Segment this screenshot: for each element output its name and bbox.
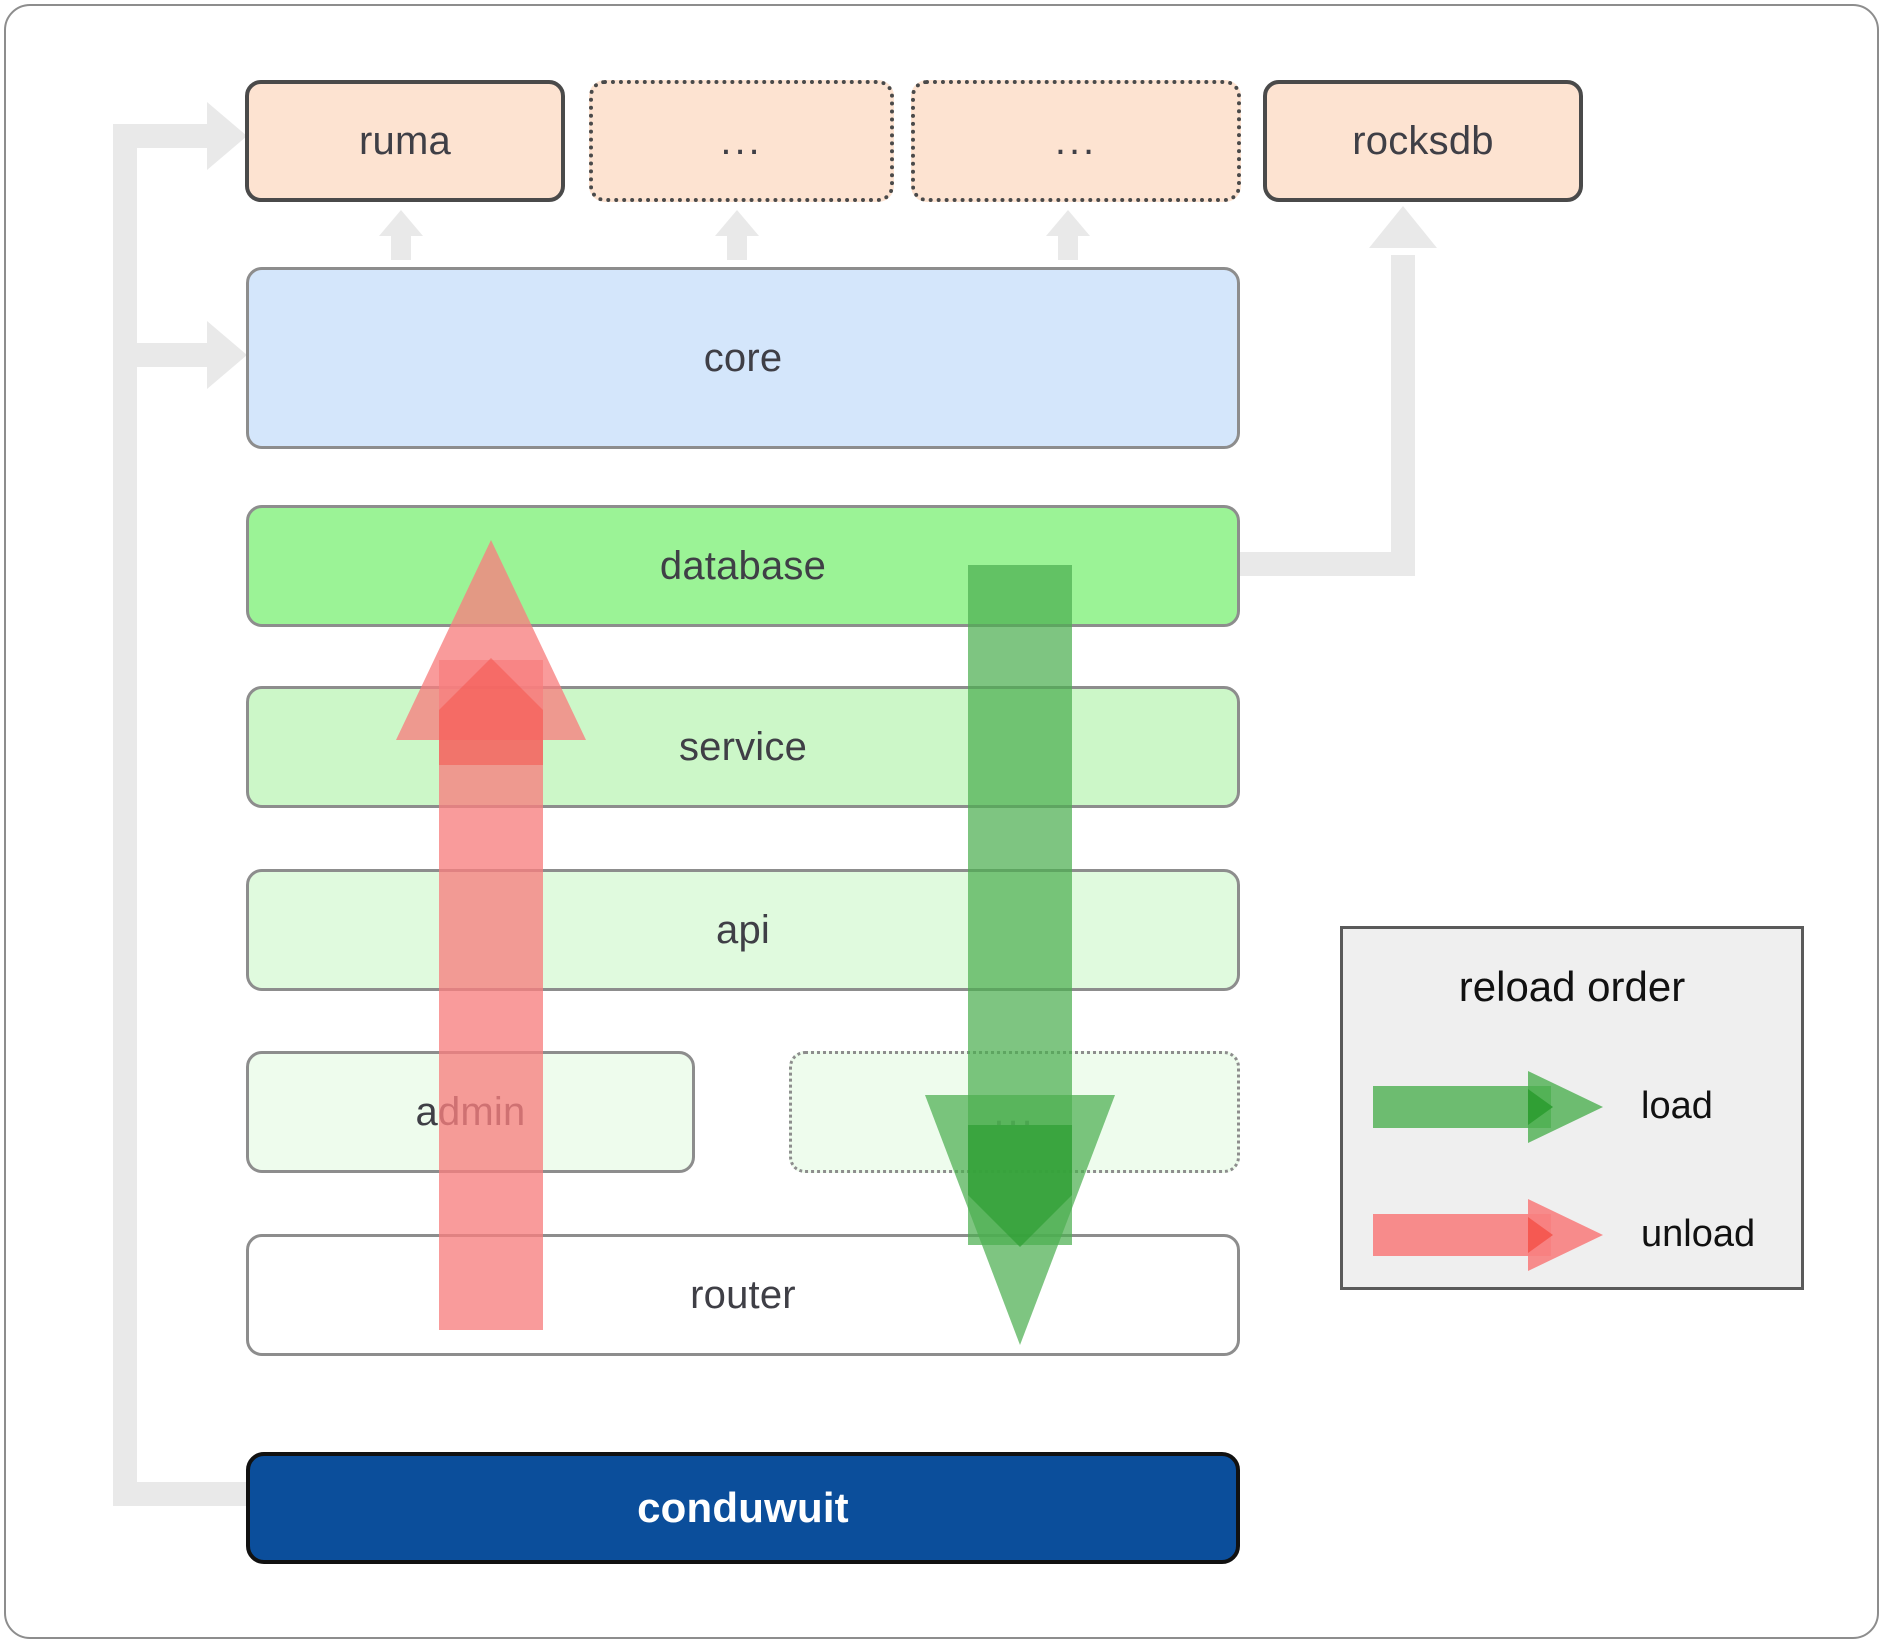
- layer-box-admin[interactable]: admin: [246, 1051, 695, 1173]
- dependency-box-rocksdb[interactable]: rocksdb: [1263, 80, 1583, 202]
- connector-database-horizontal: [1240, 552, 1415, 576]
- dependency-label: ...: [720, 118, 763, 163]
- dependency-box-ruma[interactable]: ruma: [245, 80, 565, 202]
- dependency-label: ...: [1054, 118, 1098, 163]
- legend-row-load: load: [1373, 1059, 1793, 1169]
- legend-panel: reload order load unload: [1340, 926, 1804, 1290]
- legend-label-unload: unload: [1641, 1213, 1756, 1255]
- core-box[interactable]: core: [246, 267, 1240, 449]
- dependency-label: ruma: [359, 118, 451, 163]
- connector-stub-ruma: [379, 210, 423, 266]
- connector-root-horizontal: [113, 1482, 253, 1506]
- stub-shaft: [727, 228, 747, 260]
- stub-arrowhead-icon: [1046, 210, 1090, 236]
- connector-rocksdb-vertical: [1391, 255, 1415, 555]
- stub-arrowhead-icon: [379, 210, 423, 236]
- legend-row-unload: unload: [1373, 1187, 1793, 1297]
- layer-box-placeholder[interactable]: ...: [789, 1051, 1240, 1173]
- dependency-label: rocksdb: [1352, 118, 1494, 163]
- layer-label: service: [678, 724, 808, 769]
- dependency-box-placeholder-1[interactable]: ...: [589, 80, 894, 202]
- stub-shaft: [391, 228, 411, 260]
- connector-stub-dots1: [715, 210, 759, 266]
- connector-ruma-horizontal: [113, 124, 223, 148]
- unload-arrow-icon: [1373, 1187, 1603, 1288]
- connector-trunk-vertical: [113, 124, 137, 1506]
- layer-box-service[interactable]: service: [246, 686, 1240, 808]
- root-box-conduwuit[interactable]: conduwuit: [246, 1452, 1240, 1564]
- legend-title: reload order: [1458, 963, 1686, 1010]
- connector-stub-dots2: [1046, 210, 1090, 266]
- layer-label: database: [659, 543, 827, 588]
- layer-box-api[interactable]: api: [246, 869, 1240, 991]
- layer-label: admin: [415, 1089, 526, 1134]
- stub-shaft: [1058, 228, 1078, 260]
- dependency-box-placeholder-2[interactable]: ...: [911, 80, 1241, 202]
- load-arrow-icon: [1373, 1059, 1603, 1160]
- core-label: core: [703, 335, 783, 380]
- connector-core-arrowhead: [207, 321, 247, 389]
- layer-box-database[interactable]: database: [246, 505, 1240, 627]
- layer-label: router: [690, 1272, 796, 1317]
- diagram-frame: [4, 4, 1879, 1639]
- root-label: conduwuit: [637, 1484, 849, 1531]
- connector-ruma-arrowhead: [207, 102, 247, 170]
- connector-rocksdb-arrowhead: [1369, 206, 1437, 248]
- layer-box-router[interactable]: router: [246, 1234, 1240, 1356]
- legend-label-load: load: [1641, 1085, 1713, 1127]
- layer-label: api: [716, 907, 770, 952]
- stub-arrowhead-icon: [715, 210, 759, 236]
- layer-label: ...: [993, 1089, 1036, 1134]
